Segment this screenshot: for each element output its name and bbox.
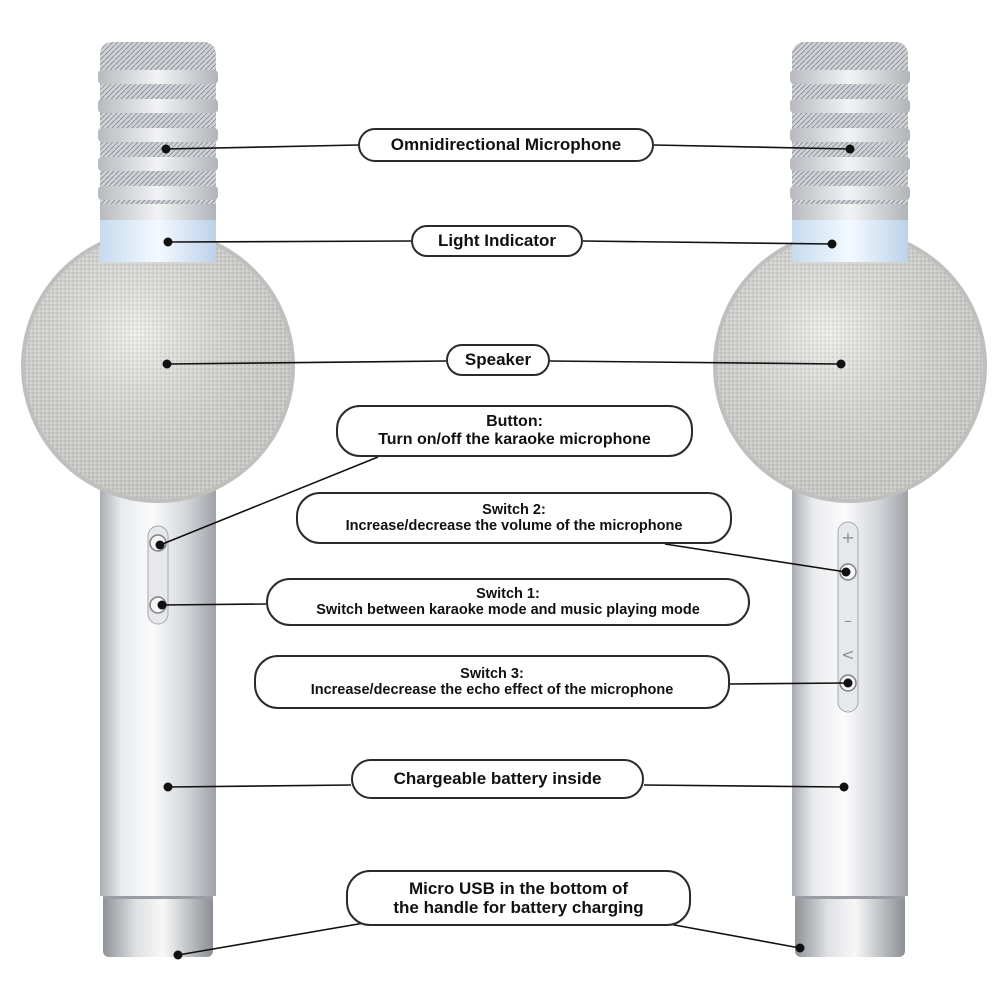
speaker-leader-left-dot [162,359,172,369]
omni-leader-left-dot [161,144,171,154]
switch-1-leader-dot [157,600,167,610]
light-leader-right-dot [827,239,837,249]
switch-3-callout: Switch 3: Increase/decrease the echo eff… [254,655,730,709]
right-head-band [790,157,910,171]
switch-2-leader [664,543,847,573]
omnidirectional-microphone-label: Omnidirectional Microphone [390,135,622,155]
left-head-band [98,157,218,171]
left-light-indicator [100,218,216,262]
button-description: Turn on/off the karaoke microphone [378,431,651,448]
usb-leader-left [177,921,371,956]
battery-leader-left [167,784,352,788]
battery-callout: Chargeable battery inside [351,759,644,799]
light-leader-left-dot [163,237,173,247]
right-plus-symbol: + [841,528,854,547]
switch-3-leader [729,682,849,685]
button-leader-dot [155,540,165,550]
speaker-leader-right-dot [836,359,846,369]
light-leader-right [582,240,833,245]
right-head-top [792,42,908,70]
omni-leader-left [165,144,359,150]
battery-leader-right [643,784,845,788]
battery-leader-left-dot [163,782,173,792]
left-head-band [98,128,218,142]
battery-leader-right-dot [839,782,849,792]
light-leader-left [167,240,412,243]
right-microphone: + – < [713,42,987,957]
omnidirectional-microphone-callout: Omnidirectional Microphone [358,128,654,162]
omni-leader-right [653,144,851,150]
right-head-collar [792,204,908,220]
speaker-callout: Speaker [446,344,550,376]
micro-usb-callout: Micro USB in the bottom of the handle fo… [346,870,691,926]
micro-usb-line-2: the handle for battery charging [393,898,644,917]
button-title: Button: [486,413,543,431]
left-head-collar [100,204,216,220]
right-light-indicator [792,218,908,262]
right-head-band [790,99,910,113]
left-head-band [98,70,218,84]
battery-label: Chargeable battery inside [393,769,602,789]
right-head-band [790,128,910,142]
light-indicator-callout: Light Indicator [411,225,583,257]
light-indicator-label: Light Indicator [437,231,557,251]
switch-3-leader-dot [843,678,853,688]
switch-1-leader [161,603,267,606]
left-head-band [98,186,218,200]
right-head-band [790,186,910,200]
usb-leader-right-dot [795,943,805,953]
usb-leader-left-dot [173,950,183,960]
left-microphone [21,42,295,957]
left-base-cap [103,895,213,957]
micro-usb-line-1: Micro USB in the bottom of [408,878,629,898]
omni-leader-right-dot [845,144,855,154]
switch-3-title: Switch 3: [460,665,524,682]
right-speaker-shading [717,233,983,499]
left-speaker-shading [25,233,291,499]
button-leader [159,456,379,546]
switch-3-description: Increase/decrease the echo effect of the… [310,682,674,698]
right-minus-symbol: – [844,611,852,630]
switch-2-leader-dot [841,567,851,577]
switch-2-description: Increase/decrease the volume of the micr… [345,518,683,534]
speaker-leader-left [166,360,447,365]
button-callout: Button: Turn on/off the karaoke micropho… [336,405,693,457]
speaker-leader-right [549,360,842,365]
usb-leader-right [657,921,801,949]
right-echo-symbol: < [841,645,854,664]
switch-1-description: Switch between karaoke mode and music pl… [316,602,700,618]
switch-1-title: Switch 1: [476,585,540,602]
left-head-band [98,99,218,113]
switch-1-callout: Switch 1: Switch between karaoke mode an… [266,578,750,626]
switch-2-title: Switch 2: [482,501,546,518]
switch-2-callout: Switch 2: Increase/decrease the volume o… [296,492,732,544]
speaker-label: Speaker [464,350,532,370]
left-head-top [100,42,216,70]
right-base-cap [795,895,905,957]
right-head-band [790,70,910,84]
